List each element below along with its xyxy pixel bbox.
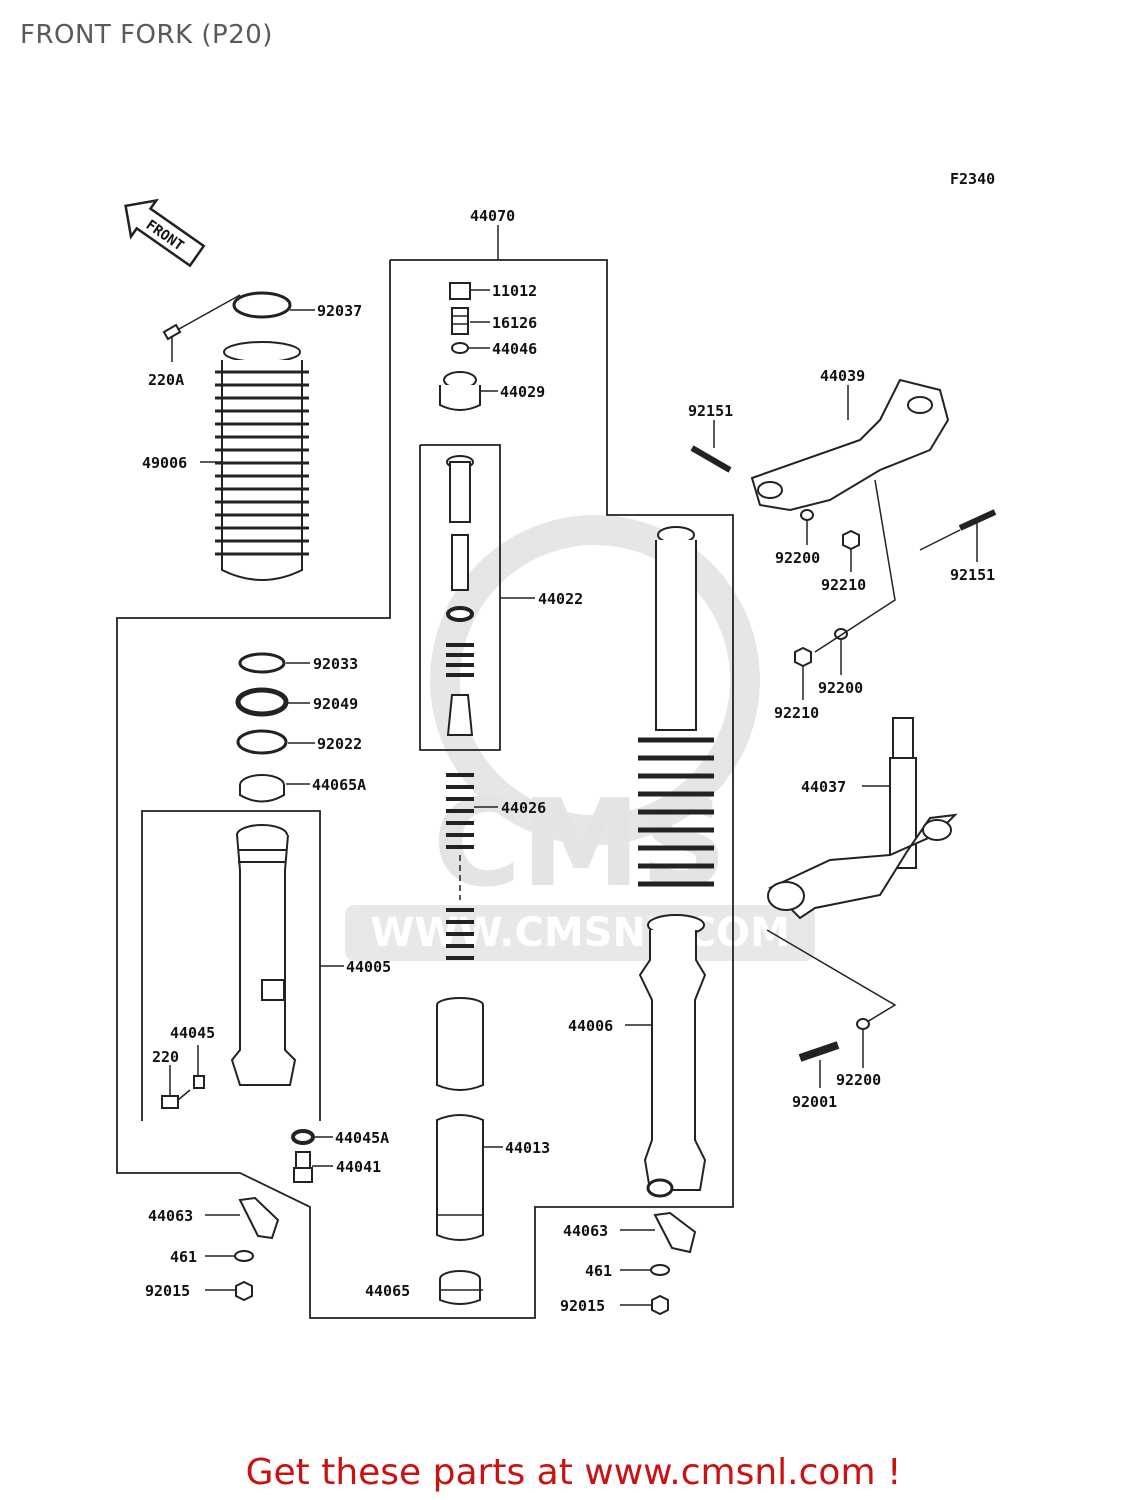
label-16126: 16126 — [492, 314, 537, 332]
part-44026-spring — [446, 773, 474, 960]
part-44039-upper-bracket — [750, 378, 950, 512]
label-92022: 92022 — [317, 735, 362, 753]
part-44065-bushing — [439, 1270, 481, 1305]
part-44065A-bushing — [239, 774, 285, 803]
part-11012-cap-bolt — [449, 282, 471, 300]
label-220: 220 — [152, 1048, 179, 1066]
part-44063-clamp-right — [653, 1211, 697, 1254]
assembly-frame-44070 — [116, 259, 734, 1319]
label-461-left: 461 — [170, 1248, 197, 1266]
label-92210-b: 92210 — [774, 704, 819, 722]
part-92001-bolt — [798, 1041, 840, 1062]
label-44045A: 44045A — [335, 1129, 389, 1147]
label-44045: 44045 — [170, 1024, 215, 1042]
front-arrow-icon: FRONT — [124, 198, 206, 268]
label-92033: 92033 — [313, 655, 358, 673]
label-44046: 44046 — [492, 340, 537, 358]
label-11012: 11012 — [492, 282, 537, 300]
label-44065A: 44065A — [312, 776, 366, 794]
label-92037: 92037 — [317, 302, 362, 320]
part-220A-screw — [162, 323, 182, 362]
part-16126-valve — [451, 307, 469, 335]
part-92049-oil-seal — [235, 687, 289, 717]
label-92151-right: 92151 — [950, 566, 995, 584]
part-92151-bolt-left — [690, 445, 732, 473]
label-44029: 44029 — [500, 383, 545, 401]
part-44037-steering-stem — [767, 717, 958, 920]
leader-bracket-nuts — [814, 479, 896, 653]
part-92210-nut-a — [842, 529, 860, 551]
label-44070: 44070 — [470, 207, 515, 225]
label-44026: 44026 — [501, 799, 546, 817]
label-44005: 44005 — [346, 958, 391, 976]
part-labels: 44070 11012 16126 44046 44029 92037 220A… — [142, 207, 995, 1315]
part-44022-damper-rod — [446, 455, 474, 736]
label-92200-c: 92200 — [836, 1071, 881, 1089]
label-92015-left: 92015 — [145, 1282, 190, 1300]
label-44065: 44065 — [365, 1282, 410, 1300]
figure-code: F2340 — [950, 170, 995, 188]
leader-lines — [169, 225, 978, 1306]
label-44037: 44037 — [801, 778, 846, 796]
part-92200-washer-c — [856, 1018, 870, 1030]
label-44022: 44022 — [538, 590, 583, 608]
part-220-bolt — [161, 1089, 191, 1109]
watermark-url: WWW.CMSNL.COM — [370, 910, 790, 956]
part-44013-inner-tube — [436, 997, 484, 1241]
label-92151-left: 92151 — [688, 402, 733, 420]
part-92210-nut-b — [794, 646, 812, 668]
part-92022-washer — [236, 729, 288, 755]
label-44013: 44013 — [505, 1139, 550, 1157]
label-92001: 92001 — [792, 1093, 837, 1111]
part-44045A-gasket — [291, 1129, 315, 1145]
part-49006-fork-boot — [215, 341, 309, 581]
part-461-washer-left — [234, 1250, 254, 1262]
part-92033-circlip — [238, 652, 286, 674]
promo-footer-link[interactable]: Get these parts at www.cmsnl.com ! — [245, 1452, 902, 1493]
page-title: FRONT FORK (P20) — [20, 20, 273, 50]
label-44063-left: 44063 — [148, 1207, 193, 1225]
label-220A: 220A — [148, 371, 184, 389]
label-92210-a: 92210 — [821, 576, 866, 594]
label-92200-b: 92200 — [818, 679, 863, 697]
leader-92151-right — [919, 529, 961, 551]
part-461-washer-right — [650, 1264, 670, 1276]
label-92200-a: 92200 — [775, 549, 820, 567]
part-44045-washer — [193, 1075, 205, 1089]
exploded-parts-diagram: CMS WWW.CMSNL.COM F2340 FRONT — [116, 170, 997, 1319]
label-44063-right: 44063 — [563, 1222, 608, 1240]
label-44006: 44006 — [568, 1017, 613, 1035]
watermark-brand: CMS — [433, 775, 727, 914]
part-92015-nut-right — [651, 1294, 669, 1316]
part-92015-nut-left — [235, 1280, 253, 1302]
assembly-frame-44005 — [141, 810, 321, 1121]
label-49006: 49006 — [142, 454, 187, 472]
assembly-frame-44022 — [419, 444, 501, 751]
label-92015-right: 92015 — [560, 1297, 605, 1315]
label-44041: 44041 — [336, 1158, 381, 1176]
part-92037-clamp — [169, 291, 292, 335]
label-92049: 92049 — [313, 695, 358, 713]
assembled-fork-leg — [638, 526, 714, 1198]
part-44029-cap — [439, 371, 481, 411]
part-44046-o-ring — [451, 342, 469, 354]
label-44039: 44039 — [820, 367, 865, 385]
part-44063-clamp-left — [238, 1196, 280, 1240]
part-44041-drain-bolt — [293, 1151, 313, 1183]
part-44005-outer-tube — [230, 824, 297, 1086]
part-92200-washer-a — [800, 509, 814, 521]
leader-stem-bolt — [766, 929, 897, 1026]
label-461-right: 461 — [585, 1262, 612, 1280]
